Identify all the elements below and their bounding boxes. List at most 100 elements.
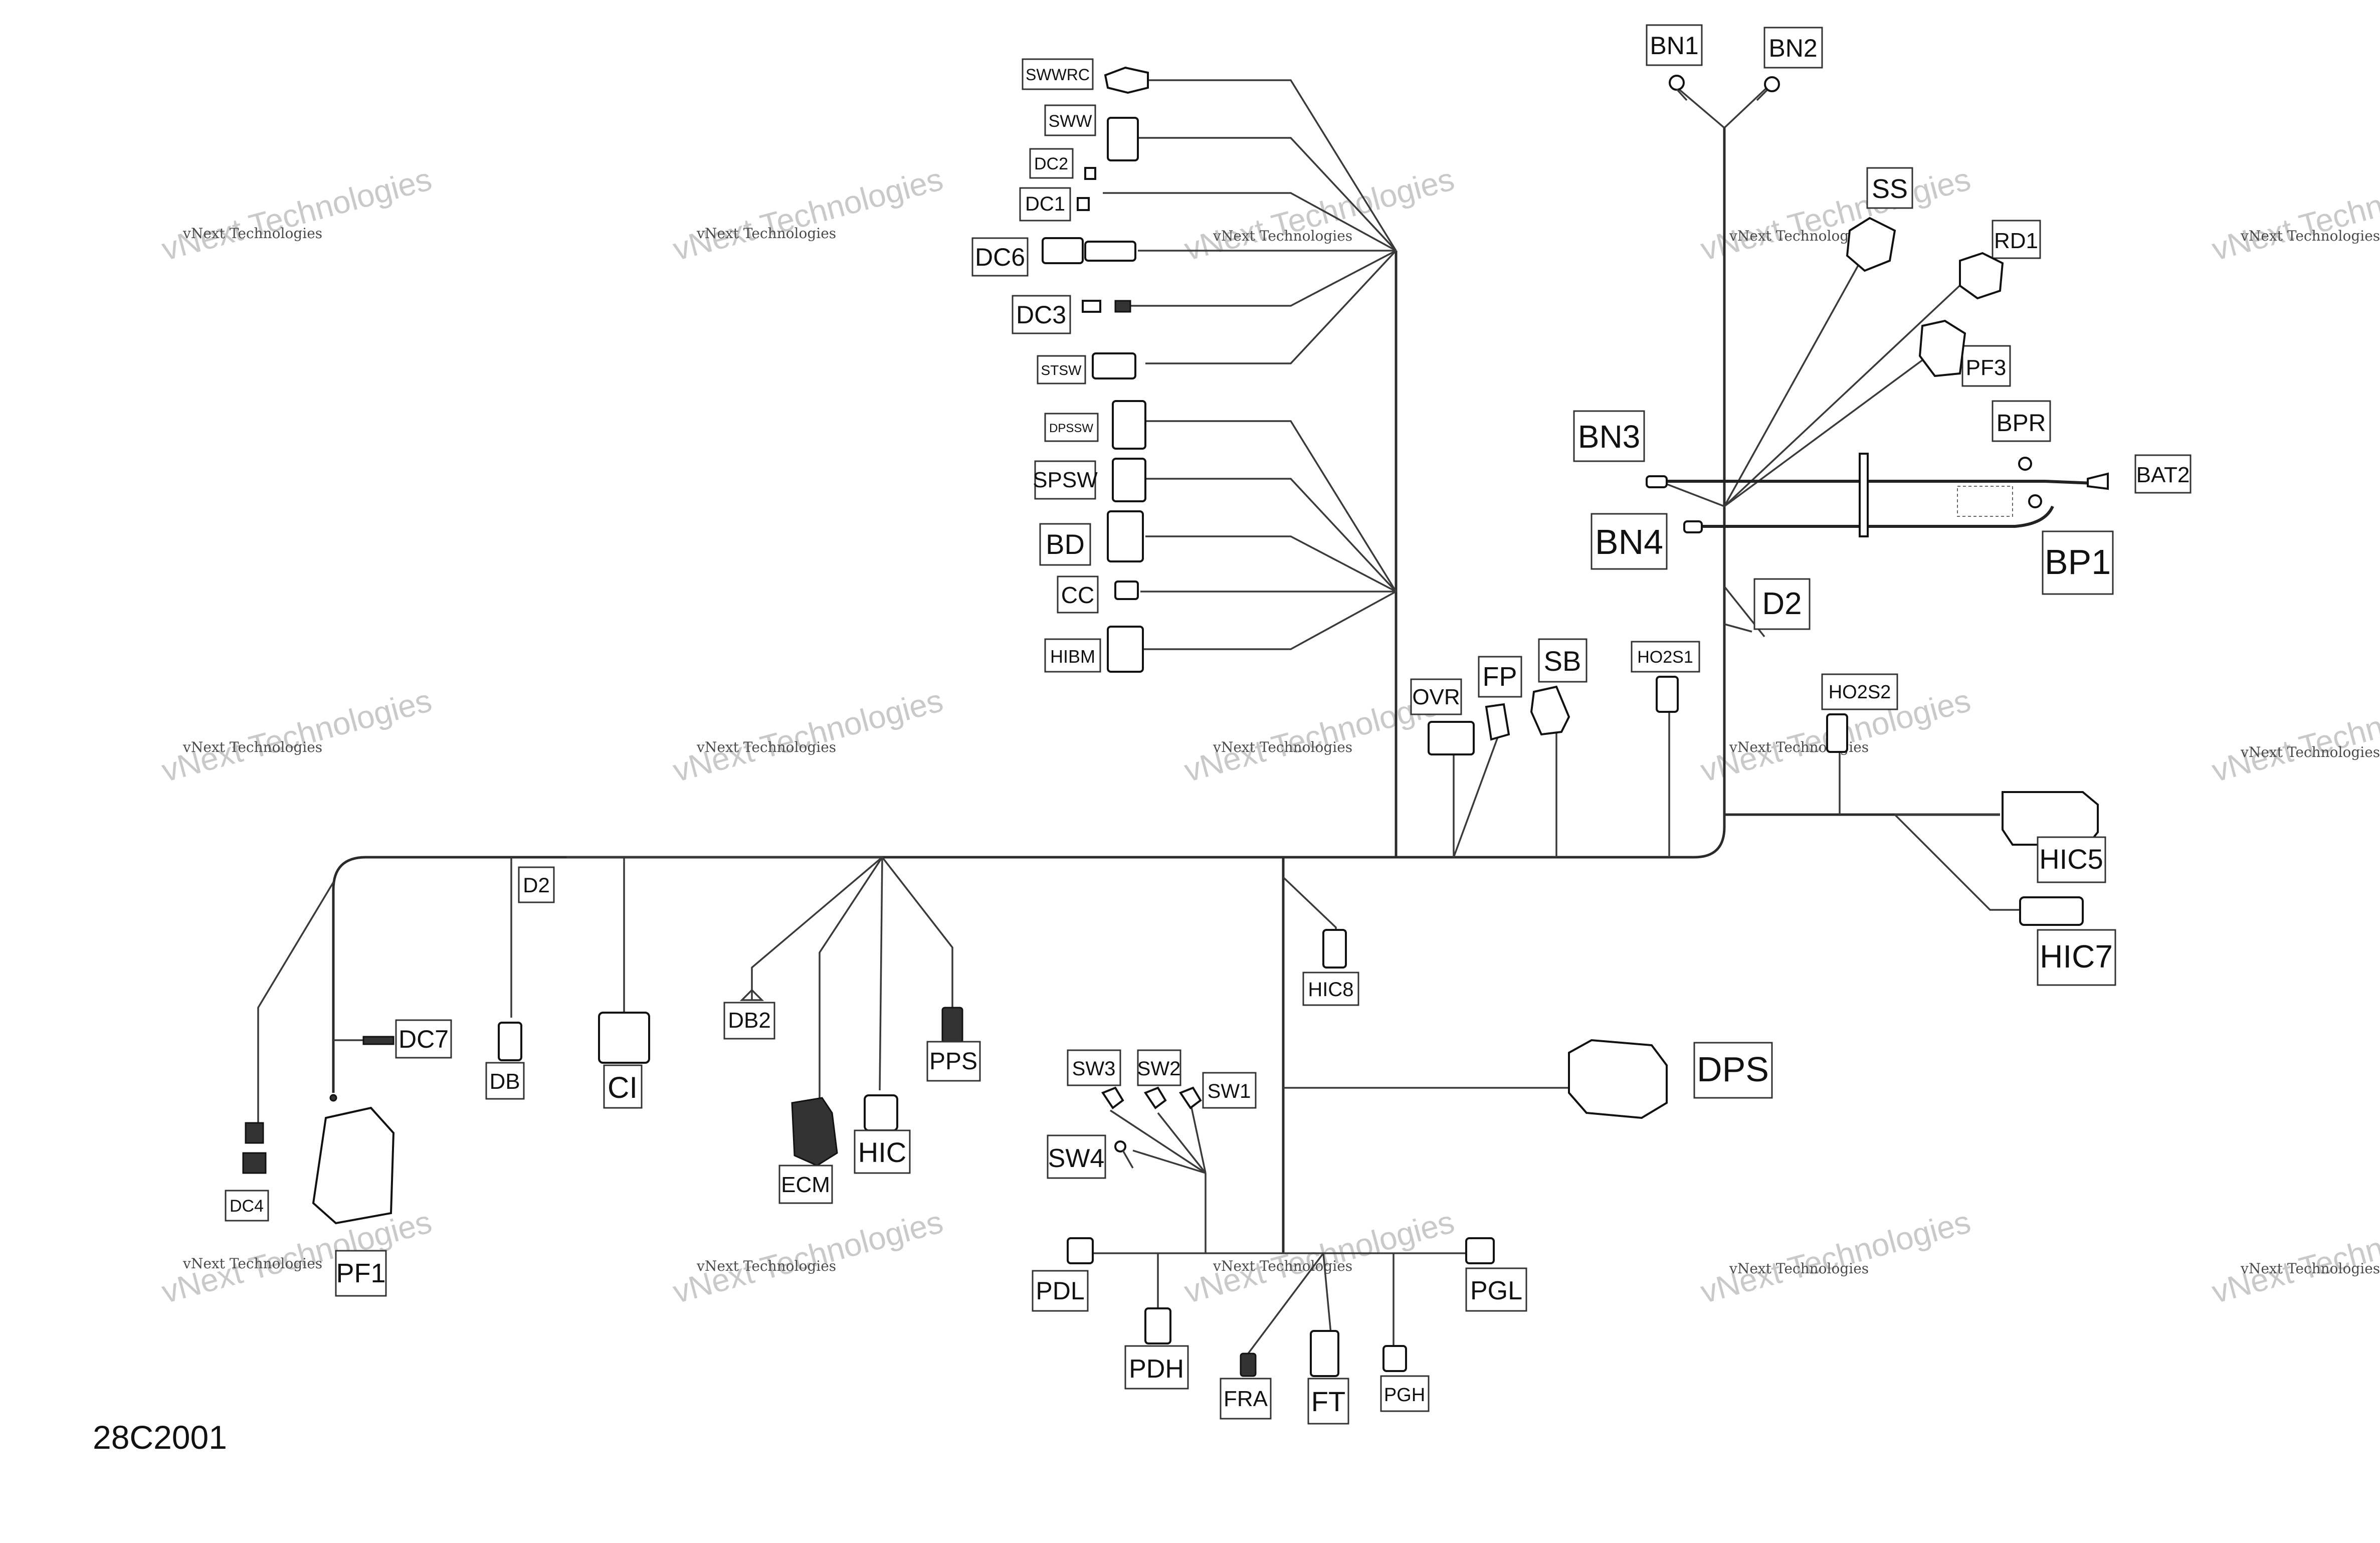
- watermark-text: vNext Technologies: [182, 225, 322, 242]
- watermark-text: vNext Technologies: [696, 1258, 836, 1274]
- connector-bd: BD: [1039, 510, 1144, 566]
- label-box: [1478, 656, 1522, 698]
- connector-icon: [1382, 1345, 1407, 1372]
- connector-icon: [329, 1094, 337, 1102]
- label-text: DB: [489, 1069, 520, 1094]
- watermark-logo: vNext Technologies: [669, 682, 947, 789]
- label-box: [854, 1129, 911, 1174]
- connector-dc6: DC6: [971, 237, 1136, 277]
- label-box: [1465, 1267, 1527, 1312]
- label-text: HIC7: [2040, 938, 2113, 975]
- connector-icon: [1530, 685, 1570, 736]
- label-box: [1693, 1042, 1773, 1099]
- watermark-logo: vNext Technologies: [158, 161, 436, 268]
- label-text: FRA: [1224, 1387, 1268, 1411]
- label-text: BN4: [1595, 522, 1663, 561]
- label-text: RD1: [1994, 229, 2038, 253]
- connector-ecm: ECM: [778, 1097, 838, 1204]
- watermark-text: vNext Technologies: [182, 739, 322, 755]
- connector-pps: PPS: [926, 1007, 981, 1082]
- connector-pf1: PF1: [312, 1094, 395, 1297]
- label-box: [1034, 460, 1096, 500]
- watermark-logo: vNext Technologies: [669, 161, 947, 268]
- connector-hibm: HIBM: [1044, 626, 1144, 673]
- label-text: DC2: [1034, 154, 1068, 173]
- connector-bp1: BP1: [2042, 530, 2114, 595]
- connector-pdl: PDL: [1032, 1237, 1094, 1312]
- label-box: [1067, 1049, 1121, 1086]
- cable-bn4: [1692, 505, 2054, 528]
- connector-db2: DB2: [723, 989, 775, 1040]
- label-box: [2037, 836, 2106, 883]
- label-box: [1591, 513, 1668, 570]
- label-text: SW3: [1072, 1058, 1116, 1080]
- watermark-text: vNext Technologies: [2240, 1260, 2380, 1277]
- label-box: [1057, 575, 1099, 614]
- label-text: PPS: [929, 1048, 977, 1075]
- label-box: [2042, 530, 2114, 595]
- label-text: D2: [523, 873, 550, 897]
- connector-icon: [1144, 1307, 1171, 1344]
- watermark-logo: vNext Technologies: [1697, 161, 1974, 268]
- label-text: FP: [1482, 662, 1517, 692]
- connector-sw4: SW4: [1047, 1134, 1134, 1179]
- label-text: HO2S2: [1829, 682, 1891, 703]
- label-box: [1631, 641, 1700, 673]
- label-text: BAT2: [2136, 463, 2190, 487]
- label-text: SW4: [1048, 1144, 1105, 1173]
- label-box: [1019, 187, 1071, 222]
- label-text: SS: [1872, 174, 1908, 204]
- connector-icon: [1683, 520, 1703, 533]
- connector-icon: [1322, 929, 1347, 969]
- connector-icon: [1656, 676, 1679, 713]
- label-text: CC: [1061, 582, 1094, 608]
- connector-icon: [1112, 458, 1146, 502]
- connector-ft: FT: [1307, 1330, 1349, 1425]
- ring-terminal-icon: [2018, 457, 2032, 471]
- label-box: [1022, 58, 1094, 90]
- connector-bn1: BN1: [1646, 24, 1703, 101]
- connector-icon: [1092, 352, 1136, 379]
- label-box: [2134, 454, 2192, 494]
- connector-dc4: DC4: [225, 1122, 269, 1222]
- label-text: BN3: [1578, 419, 1641, 455]
- connector-icon: [1112, 400, 1146, 450]
- label-text: BPR: [1997, 410, 2046, 437]
- label-box: [1044, 638, 1101, 673]
- connector-icon: [1310, 1330, 1339, 1377]
- connector-dc1: DC1: [1019, 187, 1090, 222]
- connector-d2-right: D2: [1753, 578, 1811, 630]
- connector-icon: [1067, 1237, 1094, 1264]
- label-text: BD: [1046, 528, 1085, 560]
- connector-hic7: HIC7: [2019, 896, 2116, 986]
- middle-fan-wires: [1140, 420, 1397, 650]
- label-box: [1039, 523, 1091, 566]
- connector-dc7: DC7: [362, 1019, 452, 1059]
- connector-d2-left: D2: [518, 866, 555, 903]
- watermark-text: vNext Technologies: [2240, 744, 2380, 760]
- connector-icon: [739, 989, 764, 1001]
- connector-icon: [1101, 1086, 1124, 1109]
- connector-hic8: HIC8: [1302, 929, 1359, 1006]
- watermark-text: vNext Technologies: [1729, 1260, 1869, 1277]
- label-text: HO2S1: [1637, 648, 1693, 667]
- watermark-logo: vNext Technologies: [2208, 161, 2380, 268]
- label-box: [1753, 578, 1811, 630]
- label-box: [1866, 167, 1913, 209]
- connector-icon: [1114, 300, 1131, 313]
- label-text: PGH: [1384, 1385, 1425, 1406]
- connector-icon: [1084, 241, 1136, 262]
- label-box: [603, 1064, 643, 1109]
- watermark-layer: vNext Technologies vNext Technologies vN…: [158, 161, 2380, 1310]
- label-box: [1573, 410, 1645, 462]
- left-bottom-wires: [257, 856, 953, 1128]
- label-text: FT: [1311, 1386, 1345, 1417]
- connector-cc: CC: [1057, 575, 1139, 614]
- label-box: [1044, 413, 1099, 442]
- connector-hic: HIC: [854, 1094, 911, 1174]
- label-box: [1044, 104, 1096, 136]
- connector-ovr: OVR: [1410, 678, 1475, 755]
- connector-icon: [941, 1007, 963, 1044]
- connector-ho2s2: HO2S2: [1821, 673, 1898, 753]
- connector-rd1: RD1: [1959, 220, 2041, 300]
